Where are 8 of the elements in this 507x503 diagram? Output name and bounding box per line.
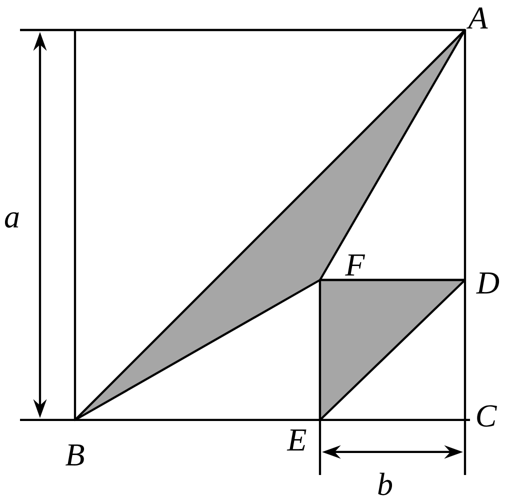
- point-label: C: [477, 405, 497, 427]
- point-label: E: [286, 430, 306, 450]
- point-label: a: [4, 212, 19, 228]
- point-label: F: [345, 254, 366, 276]
- point-label: B: [66, 444, 84, 466]
- point-label: b: [378, 472, 392, 496]
- point-label: A: [466, 7, 488, 29]
- point-label: D: [476, 272, 500, 294]
